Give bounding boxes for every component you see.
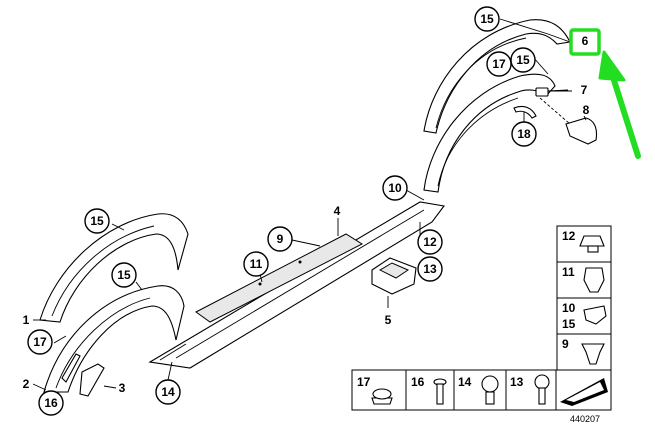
- svg-text:13: 13: [423, 262, 437, 276]
- callout-6: 6: [582, 34, 589, 48]
- svg-text:11: 11: [250, 257, 263, 271]
- rivet-clip-icon: [581, 343, 605, 365]
- end-cap-part-8: [565, 117, 598, 145]
- strip-part-16: [61, 353, 81, 383]
- side-sill-trim: [148, 201, 445, 369]
- callout-15-left-inner: 15: [111, 262, 137, 288]
- rear-wheel-arch-trim-outer: [423, 19, 571, 134]
- callout-11: 11: [243, 251, 269, 277]
- legend-right-10: 10: [562, 301, 576, 315]
- callout-5: 5: [385, 313, 392, 327]
- callout-1: 1: [23, 313, 30, 327]
- clip-nut-icon: [579, 235, 605, 247]
- svg-text:12: 12: [423, 235, 437, 249]
- legend-bottom: 17 16 14 13: [351, 369, 612, 411]
- expanding-clip-icon: [583, 267, 605, 293]
- callout-10: 10: [382, 175, 408, 201]
- callout-14: 14: [155, 379, 181, 405]
- callout-15-upper-inner: 15: [510, 47, 536, 73]
- callout-17-lower: 17: [27, 329, 53, 355]
- legend-right-9: 9: [562, 337, 569, 351]
- torx-screw-shank-icon: [538, 387, 546, 405]
- arrow-shaft: [609, 71, 641, 159]
- callout-15-top: 15: [474, 6, 500, 32]
- legend-bottom-13: 13: [510, 375, 524, 389]
- front-wheel-arch-trim-inner: [43, 285, 185, 393]
- screw-shank-icon: [436, 383, 444, 405]
- front-wheel-arch-trim-outer: [39, 213, 189, 323]
- direction-arrow-inner-icon: [566, 382, 604, 402]
- svg-text:16: 16: [44, 396, 58, 410]
- pan-screw-shank-icon: [485, 391, 495, 405]
- clip-part-3: [79, 363, 105, 397]
- svg-text:14: 14: [161, 385, 175, 399]
- svg-text:17: 17: [492, 57, 506, 71]
- callout-8: 8: [583, 103, 590, 117]
- arrow-head-icon: [598, 50, 626, 82]
- pan-screw-icon: [481, 375, 499, 393]
- callout-7: 7: [581, 83, 588, 97]
- svg-text:15: 15: [90, 214, 104, 228]
- legend-right-11: 11: [562, 265, 575, 279]
- callout-3: 3: [119, 381, 126, 395]
- highlight-box: [569, 28, 601, 56]
- svg-text:15: 15: [516, 53, 530, 67]
- callout-4: 4: [334, 204, 341, 218]
- highlight-annotation: [569, 28, 641, 159]
- callout-12: 12: [417, 229, 443, 255]
- legend-right-15: 15: [562, 317, 576, 331]
- svg-text:9: 9: [277, 232, 284, 246]
- drawing-number: 440207: [570, 414, 600, 424]
- callout-17-upper: 17: [486, 51, 512, 77]
- clip-nut-base-icon: [587, 245, 599, 253]
- callout-18: 18: [511, 121, 537, 147]
- callout-2: 2: [23, 377, 30, 391]
- bracket-part-5: [371, 257, 417, 295]
- callout-16: 16: [38, 390, 64, 416]
- legend-bottom-17: 17: [357, 375, 371, 389]
- legend-right: 12 11 10 15 9: [556, 225, 612, 371]
- legend-bottom-14: 14: [458, 375, 472, 389]
- push-clip-icon: [583, 305, 607, 325]
- svg-text:18: 18: [517, 127, 531, 141]
- legend-bottom-16: 16: [411, 375, 425, 389]
- clip-part-7: [535, 87, 572, 97]
- svg-text:15: 15: [117, 268, 131, 282]
- callout-15-left-outer: 15: [84, 208, 110, 234]
- torx-screw-icon: [534, 374, 550, 390]
- svg-text:17: 17: [33, 335, 47, 349]
- callout-13: 13: [417, 256, 443, 282]
- grommet-top-icon: [372, 388, 392, 400]
- legend-right-12: 12: [562, 229, 576, 243]
- svg-text:15: 15: [480, 12, 494, 26]
- callout-9: 9: [267, 226, 293, 252]
- svg-text:10: 10: [388, 181, 402, 195]
